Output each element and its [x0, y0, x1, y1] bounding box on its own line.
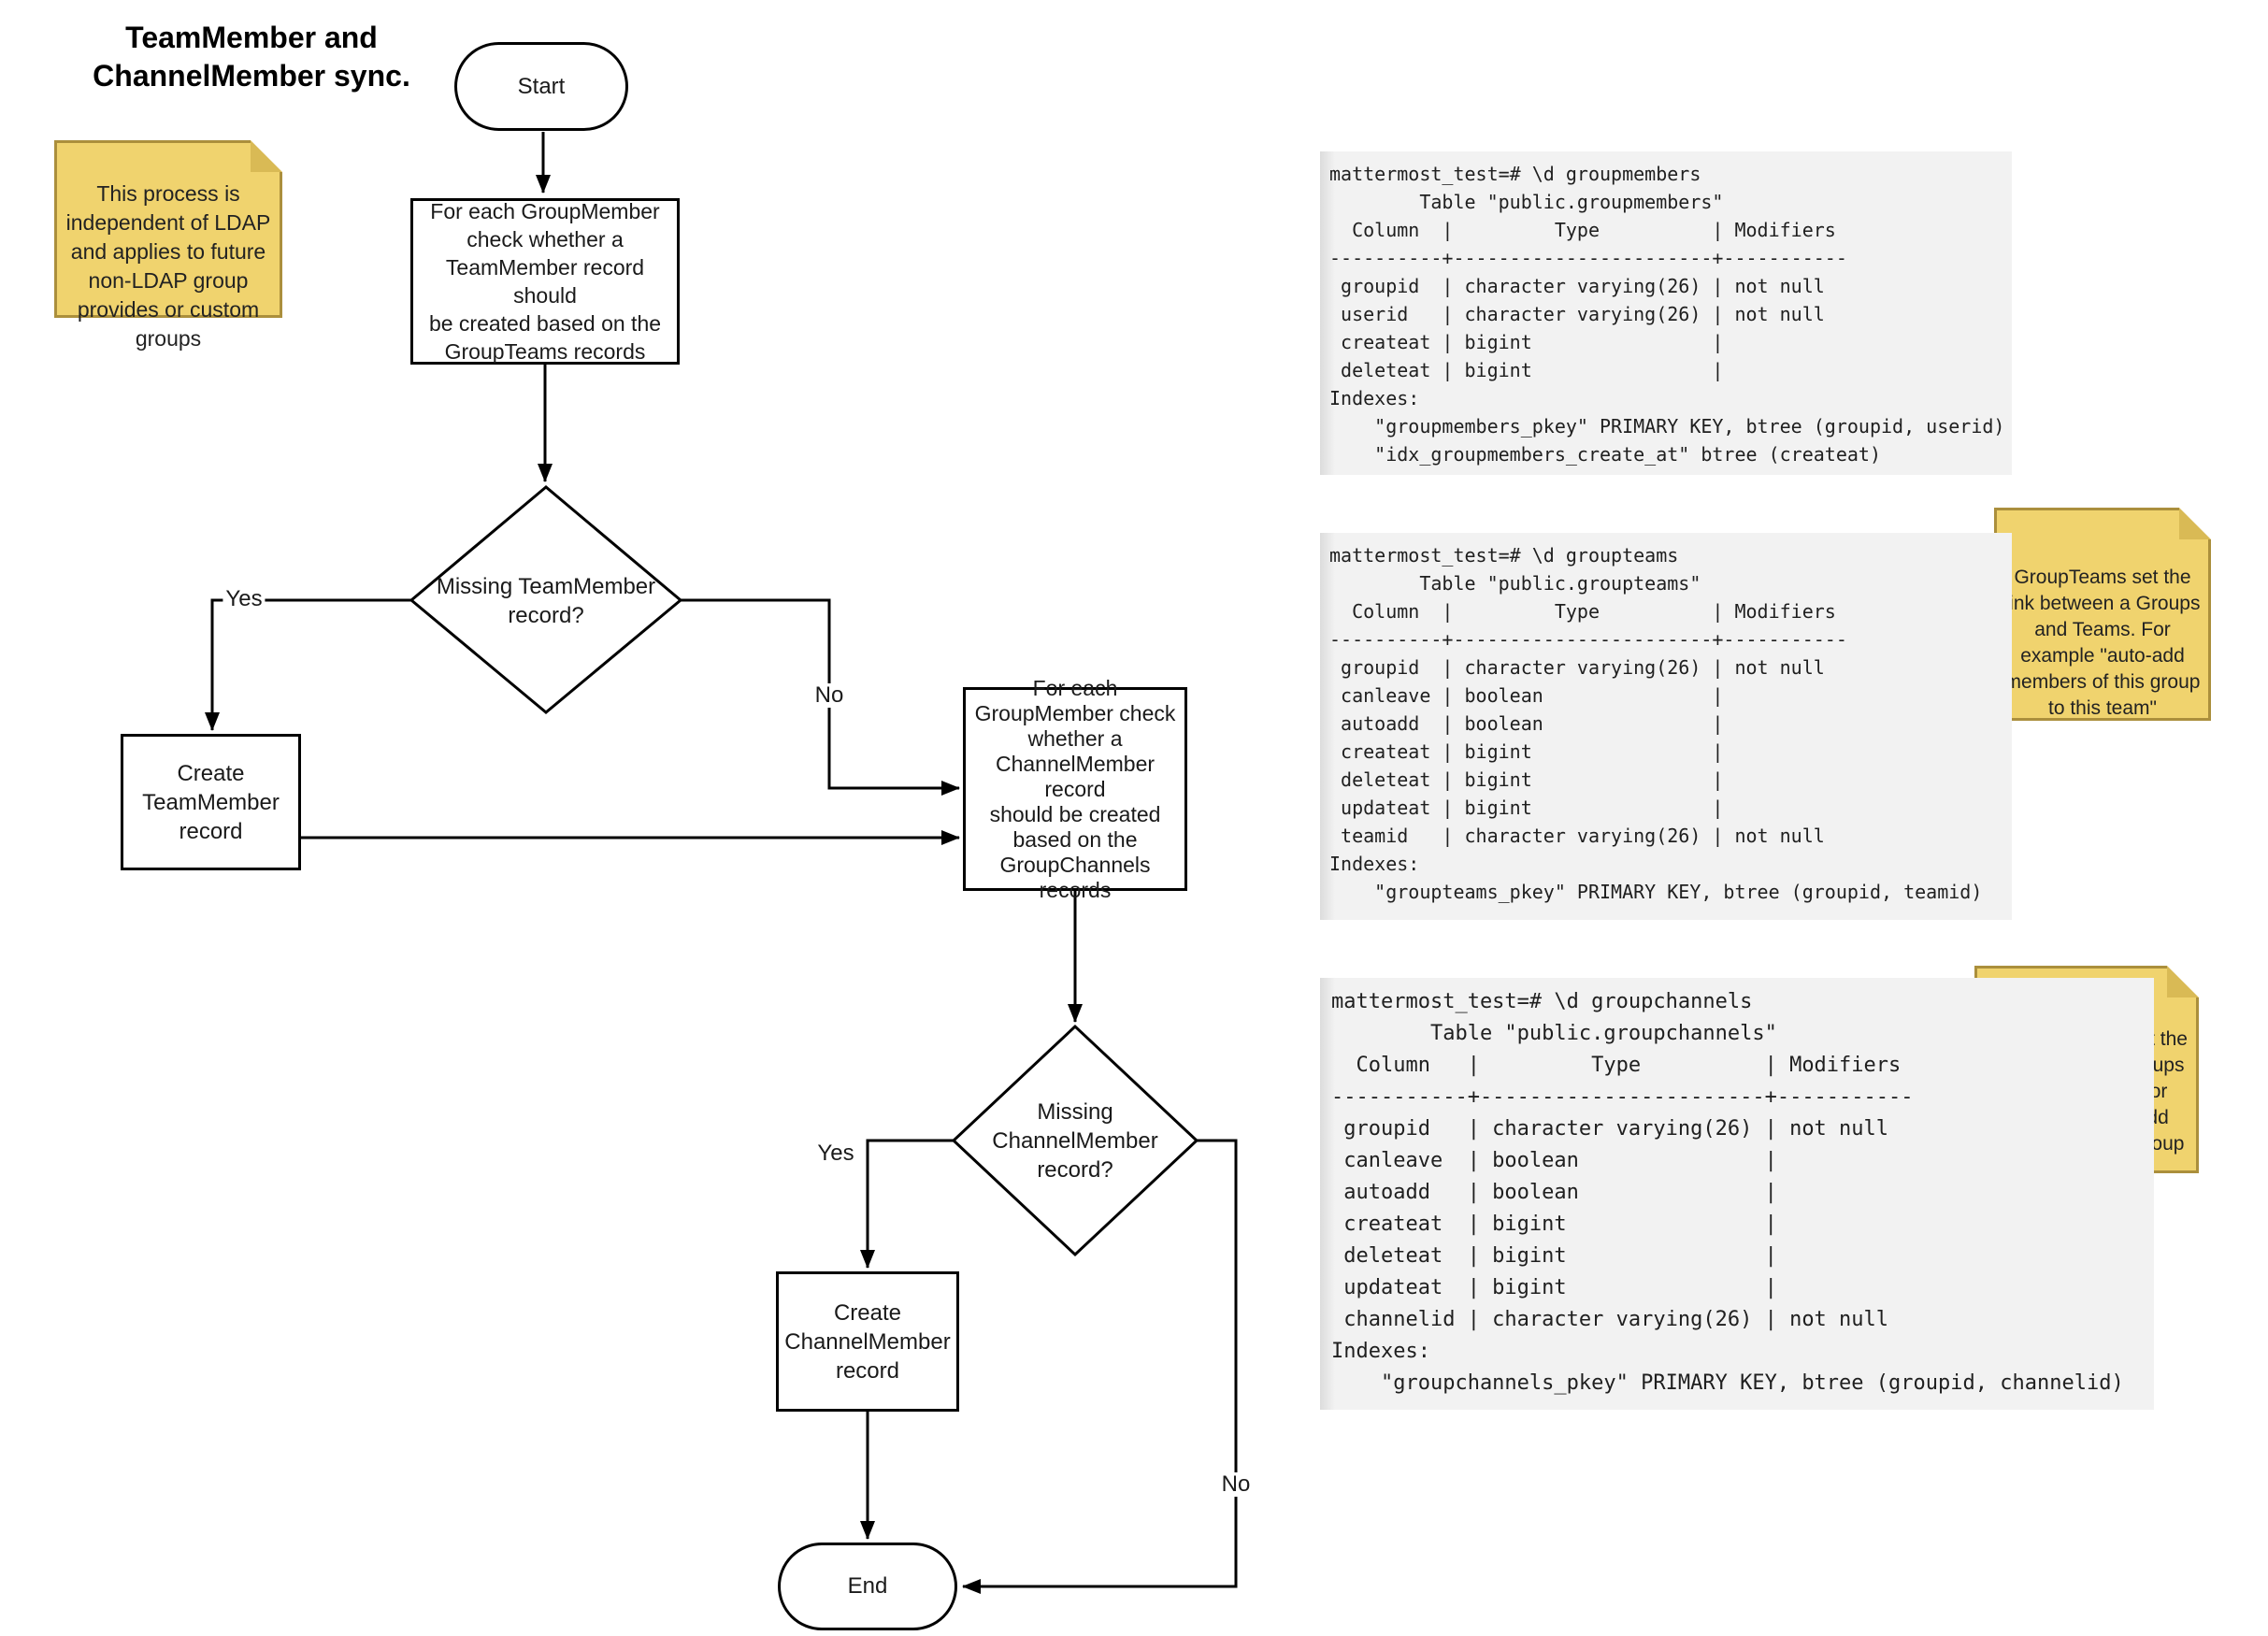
branch-label-no-1: No [811, 683, 847, 708]
branch-label-no-2: No [1218, 1472, 1254, 1497]
decision-channelmember-shape [951, 1024, 1199, 1257]
process-teammember-node: For each GroupMember check whether a Tea… [410, 198, 680, 365]
decision-teammember-label: Missing TeamMember record? [436, 574, 656, 628]
terminal-output-groupteams: mattermost_test=# \d groupteams Table "p… [1320, 533, 2012, 920]
create-teammember-node: Create TeamMember record [121, 734, 301, 870]
note-fold-icon [2167, 966, 2199, 997]
sticky-note-ldap-text: This process is independent of LDAP and … [65, 181, 271, 351]
arrow-decision2-no [962, 1139, 1238, 1594]
diagram-title: TeamMember and ChannelMember sync. [93, 21, 410, 93]
process-channelmember-node: For each GroupMember check whether a Cha… [963, 676, 1187, 902]
create-channelmember-node: Create ChannelMember record [776, 1271, 959, 1412]
terminal-output-groupmembers: mattermost_test=# \d groupmembers Table … [1320, 151, 2012, 475]
note-fold-icon [251, 140, 282, 172]
arrow-decision2-yes [860, 1139, 954, 1269]
arrow-decision1-yes [205, 598, 411, 731]
end-node: End [778, 1543, 957, 1630]
sticky-note-groupteams-text: GroupTeams set the link between a Groups… [2004, 567, 2201, 719]
branch-label-yes-2: Yes [814, 1141, 857, 1166]
decision-teammember-shape [409, 485, 683, 714]
start-node: Start [454, 42, 628, 131]
decision-channelmember-label: Missing ChannelMember record? [992, 1099, 1158, 1183]
note-fold-icon [2179, 508, 2211, 539]
sticky-note-groupteams: GroupTeams set the link between a Groups… [1994, 508, 2211, 721]
sticky-note-ldap: This process is independent of LDAP and … [54, 140, 282, 351]
branch-label-yes-1: Yes [222, 587, 266, 611]
terminal-output-groupchannels: mattermost_test=# \d groupchannels Table… [1320, 978, 2154, 1410]
